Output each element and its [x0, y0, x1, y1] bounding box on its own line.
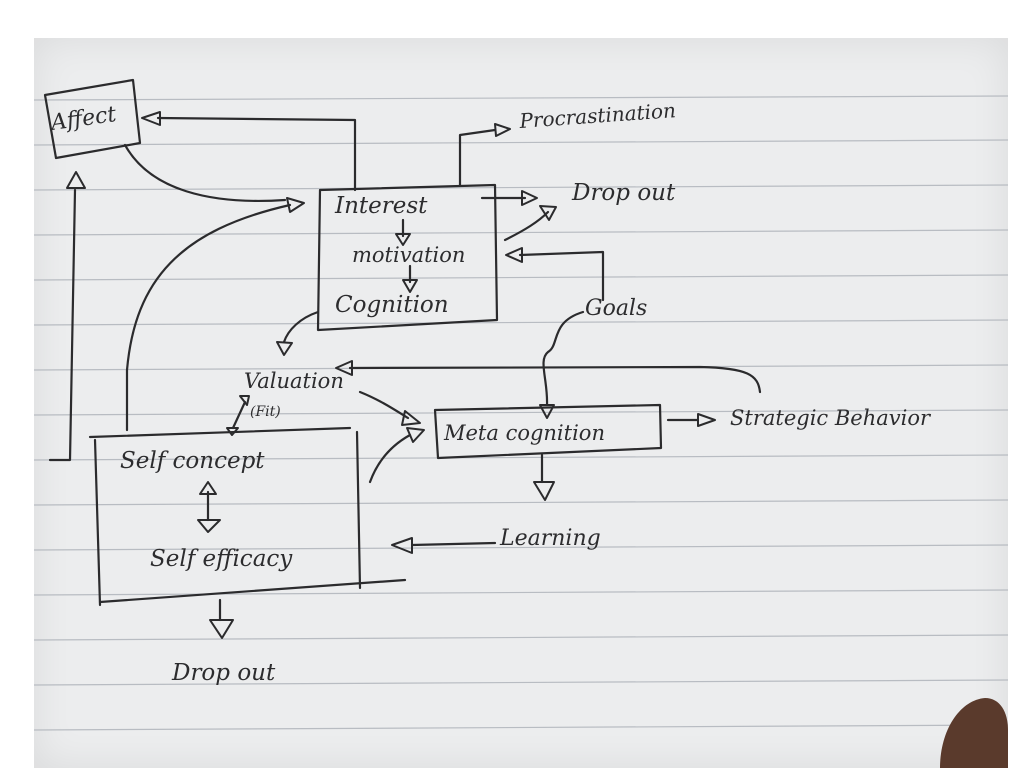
arrowhead	[521, 190, 538, 206]
motivation-to-dropout-arrow	[503, 210, 550, 242]
self-efficacy-to-metacognition-arrow	[368, 433, 412, 484]
goals-label: Goals	[585, 296, 647, 321]
arrowhead	[401, 410, 421, 426]
strategic-behavior-label: Strategic Behavior	[730, 406, 932, 430]
goals-to-motivation-arrow	[518, 250, 605, 302]
metacognition-box	[433, 403, 663, 460]
self-box-top	[88, 426, 352, 439]
arrowhead	[494, 123, 511, 137]
arrowhead	[539, 205, 557, 221]
arrowhead	[197, 519, 221, 533]
fit-label: (Fit)	[250, 404, 281, 420]
self-concept-label: Self concept	[120, 448, 265, 474]
arrowhead	[209, 619, 234, 639]
arrowhead	[286, 197, 305, 213]
arrowhead	[391, 537, 413, 554]
valuation-self-concept-double-arrow	[231, 400, 247, 430]
arrowhead	[141, 111, 161, 126]
arrowhead	[406, 427, 425, 443]
valuation-label: Valuation	[244, 369, 344, 393]
procrastination-label: Procrastination	[518, 98, 677, 133]
strategic-behavior-to-valuation-arrow	[348, 365, 762, 394]
affect-to-interest-arrow	[123, 143, 287, 202]
interest-motivation-cognition-box	[316, 183, 499, 332]
interest-label: Interest	[334, 193, 428, 219]
self-concept-to-interest-arrow	[125, 203, 292, 432]
arrowhead	[395, 233, 411, 246]
ruled-lines	[33, 95, 1009, 731]
affect-label: Affect	[47, 102, 118, 136]
arrowhead	[697, 413, 716, 427]
arrowhead	[199, 481, 217, 495]
arrowhead	[402, 279, 418, 293]
interest-to-affect-arrow	[156, 116, 357, 192]
arrowhead	[239, 395, 250, 406]
learning-label: Learning	[499, 526, 601, 551]
arrowhead	[276, 341, 293, 356]
interest-to-procrastination-arrow	[458, 128, 497, 187]
metacognition-label: Meta cognition	[443, 421, 605, 445]
learning-to-self-efficacy-arrow	[410, 541, 497, 547]
arrowhead	[335, 360, 353, 376]
valuation-to-metacognition-arrow	[358, 390, 410, 420]
arrowhead	[66, 171, 86, 189]
self-concept-to-affect-arrow	[48, 188, 77, 462]
arrowhead	[505, 247, 523, 263]
goals-to-metacognition-arrow	[542, 310, 585, 407]
cognition-label: Cognition	[335, 292, 449, 318]
self-efficacy-label: Self efficacy	[150, 546, 293, 572]
affect-box	[43, 78, 142, 160]
thumb-shape	[940, 698, 1008, 768]
drop-out-top-label: Drop out	[571, 180, 676, 206]
self-box-bottom	[98, 578, 407, 604]
arrowhead	[539, 404, 555, 419]
motivation-label: motivation	[352, 243, 465, 267]
self-box-left	[93, 438, 102, 607]
cognition-to-valuation-arrow	[282, 310, 320, 344]
arrowhead	[533, 481, 555, 501]
drop-out-bottom-label: Drop out	[171, 660, 276, 686]
lined-paper	[34, 38, 1008, 768]
self-box-right	[355, 430, 362, 590]
